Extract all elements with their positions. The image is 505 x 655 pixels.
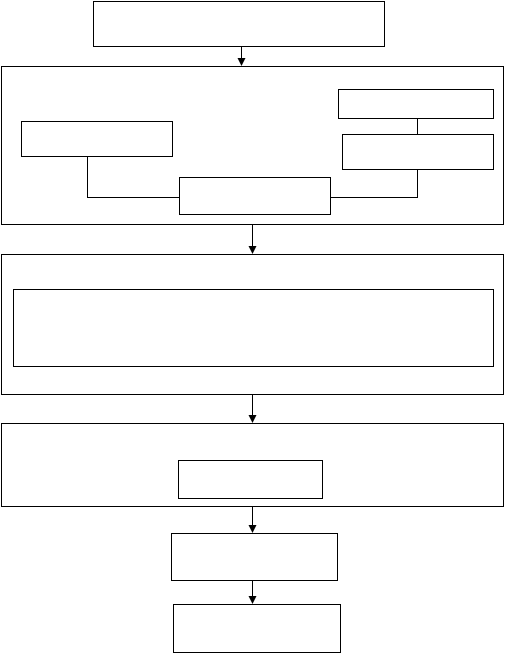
arrowhead-group-3-to-step-1	[248, 525, 257, 533]
step-box-2	[173, 604, 341, 653]
arrowhead-group-2-to-group-3	[248, 415, 257, 423]
connector-right-bottom-to-center	[330, 169, 418, 198]
connector-left-to-center	[87, 156, 180, 198]
arrowhead-group-1-to-group-2	[248, 246, 257, 254]
group-2-inner-box	[13, 289, 494, 367]
top-box	[93, 1, 385, 47]
arrowhead-step-1-to-step-2	[248, 596, 257, 604]
group-3-inner-box	[178, 460, 323, 499]
group-1-center-box	[179, 177, 331, 215]
group-1-right-bottom-box	[342, 134, 494, 170]
group-1-left-box	[21, 121, 173, 157]
step-box-1	[171, 533, 338, 581]
arrowhead-top-to-group-1	[237, 58, 246, 66]
group-1-right-top-box	[338, 89, 494, 119]
